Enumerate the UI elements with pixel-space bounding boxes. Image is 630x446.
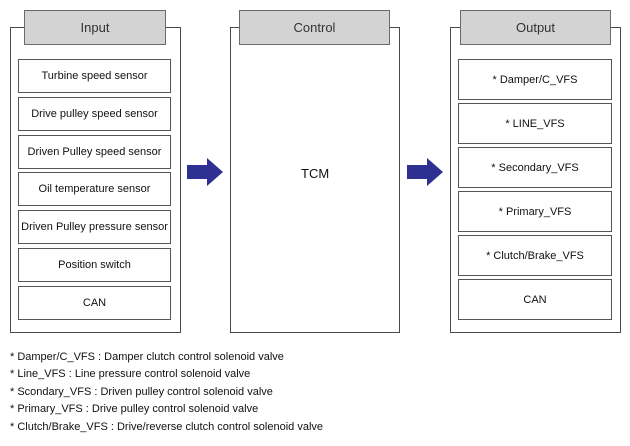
note-scondary-vfs: * Scondary_VFS : Driven pulley control s… bbox=[10, 385, 273, 398]
output-item-can: CAN bbox=[458, 279, 612, 320]
input-item-turbine-speed-sensor: Turbine speed sensor bbox=[18, 59, 171, 93]
output-item-line-vfs: * LINE_VFS bbox=[458, 103, 612, 144]
note-clutch-brake-vfs: * Clutch/Brake_VFS : Drive/reverse clutc… bbox=[10, 420, 324, 433]
input-item-drive-pulley-speed-sensor: Drive pulley speed sensor bbox=[18, 97, 171, 131]
control-header: Control bbox=[239, 10, 390, 45]
input-item-driven-pulley-pressure-sensor: Driven Pulley pressure sensor bbox=[18, 210, 171, 244]
tcm-label: TCM bbox=[301, 166, 330, 181]
input-item-oil-temperature-sensor: Oil temperature sensor bbox=[18, 172, 171, 206]
input-item-driven-pulley-speed-sensor: Driven Pulley speed sensor bbox=[18, 135, 171, 169]
input-item-position-switch: Position switch bbox=[18, 248, 171, 282]
output-header: Output bbox=[460, 10, 611, 45]
note-primary-vfs: * Primary_VFS : Drive pulley control sol… bbox=[10, 403, 259, 416]
control-panel bbox=[230, 27, 400, 333]
input-header: Input bbox=[24, 10, 166, 45]
arrow-input-to-control bbox=[187, 158, 223, 186]
output-item-secondary-vfs: * Secondary_VFS bbox=[458, 147, 612, 188]
note-line-vfs: * Line_VFS : Line pressure control solen… bbox=[10, 368, 251, 381]
arrow-control-to-output bbox=[407, 158, 443, 186]
legend-notes: * Damper/C_VFS : Damper clutch control s… bbox=[10, 349, 323, 436]
note-damper-c-vfs: * Damper/C_VFS : Damper clutch control s… bbox=[10, 351, 284, 363]
output-item-primary-vfs: * Primary_VFS bbox=[458, 191, 612, 232]
input-item-can: CAN bbox=[18, 286, 171, 320]
output-item-clutch-brake-vfs: * Clutch/Brake_VFS bbox=[458, 235, 612, 276]
output-item-damper-c-vfs: * Damper/C_VFS bbox=[458, 59, 612, 100]
